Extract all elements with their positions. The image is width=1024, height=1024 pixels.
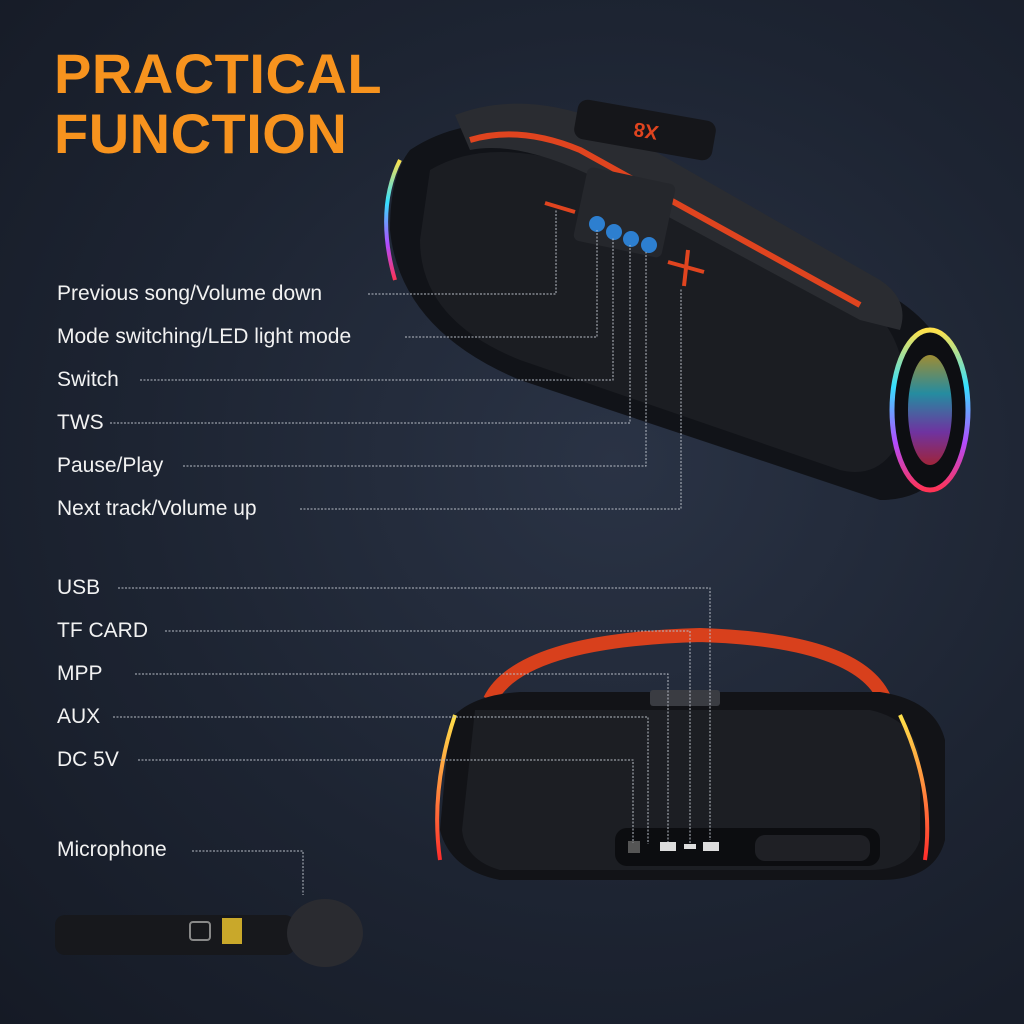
label-mode-switching: Mode switching/LED light mode [57,325,352,348]
page-title: PRACTICAL FUNCTION [54,44,382,164]
label-pause-play: Pause/Play [57,454,164,477]
plus-icon[interactable] [667,249,705,287]
leader-lines [110,210,711,895]
label-switch: Switch [57,368,119,391]
label-tf-card: TF CARD [57,619,148,642]
title-line-2: FUNCTION [54,102,348,165]
label-usb: USB [57,576,101,599]
label-microphone: Microphone [57,838,167,861]
label-dc-5v: DC 5V [57,748,119,771]
play-icon[interactable] [641,237,657,253]
label-next-track: Next track/Volume up [57,497,257,520]
title-line-1: PRACTICAL [54,42,383,105]
mode-icon[interactable] [589,216,605,232]
microphone-image [55,899,363,967]
label-aux: AUX [57,705,101,728]
minus-icon[interactable] [544,201,576,214]
model-display: X8 [632,117,660,143]
speaker-top-view: X8 [384,99,971,501]
tws-icon[interactable] [623,231,639,247]
label-previous-song: Previous song/Volume down [57,282,322,305]
label-mpp: MPP [57,662,103,685]
speaker-side-view [435,627,945,880]
power-icon[interactable] [606,224,622,240]
label-tws: TWS [57,411,104,434]
